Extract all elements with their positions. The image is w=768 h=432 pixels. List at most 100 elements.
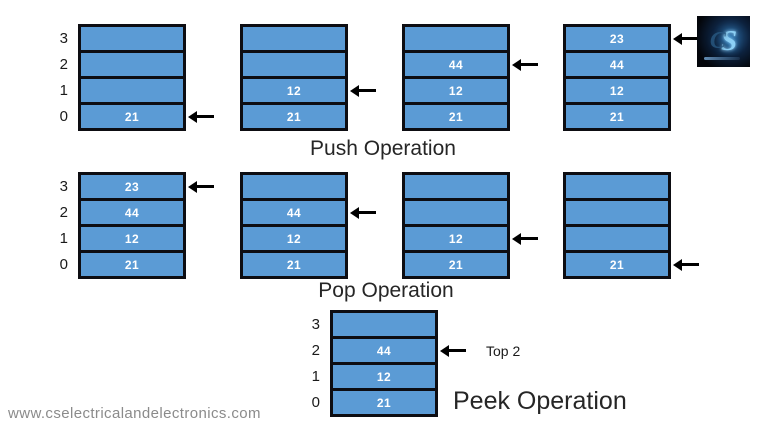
pointer-arrow — [350, 84, 376, 97]
stack-cell-value: 23 — [609, 31, 625, 46]
pointer-arrow — [512, 232, 538, 245]
stack-cell-value: 12 — [124, 231, 140, 246]
stack-cell-value: 21 — [286, 109, 302, 124]
stack-cell: 21 — [566, 253, 668, 276]
top-pointer-label: Top 2 — [486, 342, 521, 359]
stack-cell: 21 — [405, 253, 507, 276]
pointer-arrow — [350, 206, 376, 219]
stack-index-label: 2 — [311, 341, 320, 359]
stack-cell — [566, 227, 668, 253]
arrow-line — [520, 237, 538, 240]
stack-cell — [566, 201, 668, 227]
stack-cell: 21 — [243, 105, 345, 128]
arrow-line — [358, 211, 376, 214]
stack-index-label: 1 — [59, 229, 68, 247]
stack: 21 — [78, 24, 186, 131]
peek-operation-title: Peek Operation — [453, 387, 627, 415]
stack: 23 44 12 21 — [563, 24, 671, 131]
stack-index-label: 0 — [59, 255, 68, 273]
stack-cell — [566, 175, 668, 201]
logo-letter-c: C — [709, 28, 726, 54]
stack-cell: 21 — [81, 105, 183, 128]
stack-cell: 23 — [81, 175, 183, 201]
pointer-arrow — [188, 110, 214, 123]
stack-cell — [405, 27, 507, 53]
stack-cell: 21 — [81, 253, 183, 276]
stack-cell: 23 — [566, 27, 668, 53]
stack-cell — [243, 27, 345, 53]
stack: 12 21 — [240, 24, 348, 131]
pointer-arrow — [512, 58, 538, 71]
arrow-line — [196, 185, 214, 188]
stack-index-label: 1 — [59, 81, 68, 99]
stack-cell-value: 44 — [376, 343, 392, 358]
pointer-arrow — [440, 344, 466, 357]
stack-cell-value: 12 — [286, 83, 302, 98]
stack-cell — [81, 79, 183, 105]
stack-cell — [81, 27, 183, 53]
stack-cell: 44 — [566, 53, 668, 79]
logo-caption-glow — [704, 57, 740, 60]
cs-electrical-logo: C S — [697, 16, 750, 67]
stack-index-label: 3 — [311, 315, 320, 333]
stack-cell — [405, 201, 507, 227]
website-url: www.cselectricalandelectronics.com — [8, 405, 261, 422]
stack-index-label: 2 — [59, 203, 68, 221]
stack-cell-value: 12 — [448, 83, 464, 98]
stack-cell — [333, 313, 435, 339]
arrow-head-icon — [512, 58, 521, 71]
stack-cell-value: 12 — [448, 231, 464, 246]
arrow-head-icon — [673, 32, 682, 45]
arrow-head-icon — [350, 206, 359, 219]
stack-index-label: 0 — [59, 107, 68, 125]
stack-cell: 12 — [243, 227, 345, 253]
stack-cell-value: 21 — [124, 257, 140, 272]
stack-cell-value: 44 — [286, 205, 302, 220]
stack-cell — [405, 175, 507, 201]
stack-cell-value: 12 — [376, 369, 392, 384]
arrow-head-icon — [512, 232, 521, 245]
arrow-head-icon — [440, 344, 449, 357]
arrow-line — [520, 63, 538, 66]
stack: 12 21 — [402, 172, 510, 279]
stack-index-label: 3 — [59, 177, 68, 195]
stack-cell-value: 21 — [286, 257, 302, 272]
stack-cell: 44 — [405, 53, 507, 79]
stack-cell — [81, 53, 183, 79]
stack-index-label: 2 — [59, 55, 68, 73]
stack-cell-value: 21 — [448, 109, 464, 124]
stack-cell-value: 21 — [609, 109, 625, 124]
logo-letter-s: S — [720, 25, 738, 57]
stack-cell-value: 44 — [124, 205, 140, 220]
stack: 44 12 21 — [402, 24, 510, 131]
stack-cell-value: 21 — [124, 109, 140, 124]
stack-cell: 12 — [566, 79, 668, 105]
pointer-arrow — [673, 258, 699, 271]
arrow-line — [681, 263, 699, 266]
stack-cell-value: 44 — [448, 57, 464, 72]
stack-cell: 44 — [333, 339, 435, 365]
arrow-head-icon — [673, 258, 682, 271]
arrow-line — [196, 115, 214, 118]
stack-cell: 21 — [405, 105, 507, 128]
stack-cell — [243, 53, 345, 79]
pop-operation-title: Pop Operation — [318, 279, 454, 302]
stack-cell: 44 — [81, 201, 183, 227]
stack-cell-value: 12 — [609, 83, 625, 98]
stack-index-label: 3 — [59, 29, 68, 47]
stack-cell: 12 — [405, 79, 507, 105]
stack-cell: 21 — [333, 391, 435, 414]
arrow-line — [448, 349, 466, 352]
stack-cell-value: 23 — [124, 179, 140, 194]
stack-index-label: 0 — [311, 393, 320, 411]
arrow-head-icon — [188, 180, 197, 193]
stack-cell-value: 21 — [448, 257, 464, 272]
stack-cell-value: 21 — [609, 257, 625, 272]
stack-cell: 12 — [81, 227, 183, 253]
stack: 23 44 12 21 — [78, 172, 186, 279]
stack-cell: 12 — [243, 79, 345, 105]
stack-cell: 21 — [243, 253, 345, 276]
stack-cell-value: 44 — [609, 57, 625, 72]
stack-cell: 44 — [243, 201, 345, 227]
